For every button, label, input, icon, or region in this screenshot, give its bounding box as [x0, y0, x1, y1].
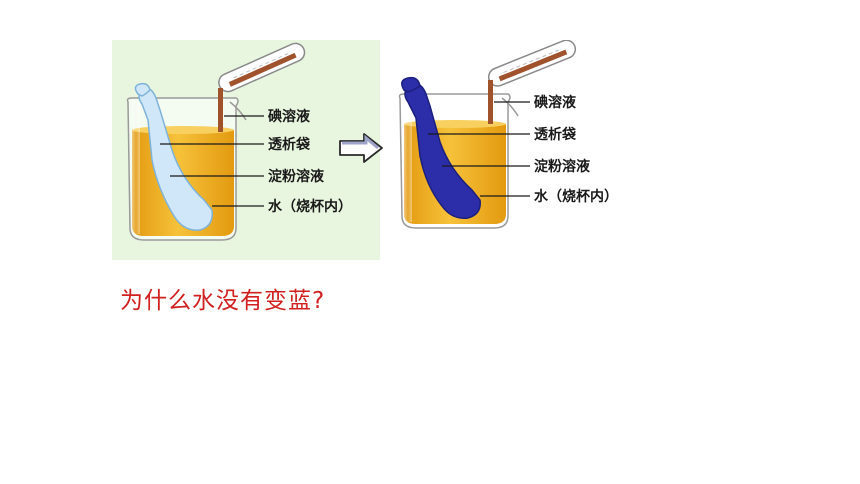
left-label-water: 水（烧杯内）	[268, 198, 352, 215]
right-label-dialysis-bag: 透析袋	[534, 126, 577, 143]
arrow-icon	[339, 133, 383, 163]
right-label-iodine: 碘溶液	[533, 94, 577, 111]
right-dialysis-bag	[404, 83, 481, 219]
right-beaker-setup	[398, 40, 577, 229]
question-text: 为什么水没有变蓝?	[120, 288, 326, 314]
left-dialysis-bag	[138, 87, 213, 231]
left-label-starch: 淀粉溶液	[268, 168, 325, 185]
left-beaker-setup	[126, 42, 306, 241]
left-iodine-tube	[218, 88, 223, 132]
right-iodine-tube	[488, 80, 493, 124]
experiment-diagram: 碘溶液 透析袋 淀粉溶液 水（烧杯内）	[112, 40, 632, 260]
left-label-iodine: 碘溶液	[267, 108, 311, 125]
left-label-dialysis-bag: 透析袋	[268, 136, 311, 153]
left-test-tube	[218, 42, 306, 93]
right-label-starch: 淀粉溶液	[534, 158, 591, 175]
right-label-water: 水（烧杯内）	[534, 188, 618, 205]
experiment-figure: 碘溶液 透析袋 淀粉溶液 水（烧杯内）	[112, 40, 632, 260]
